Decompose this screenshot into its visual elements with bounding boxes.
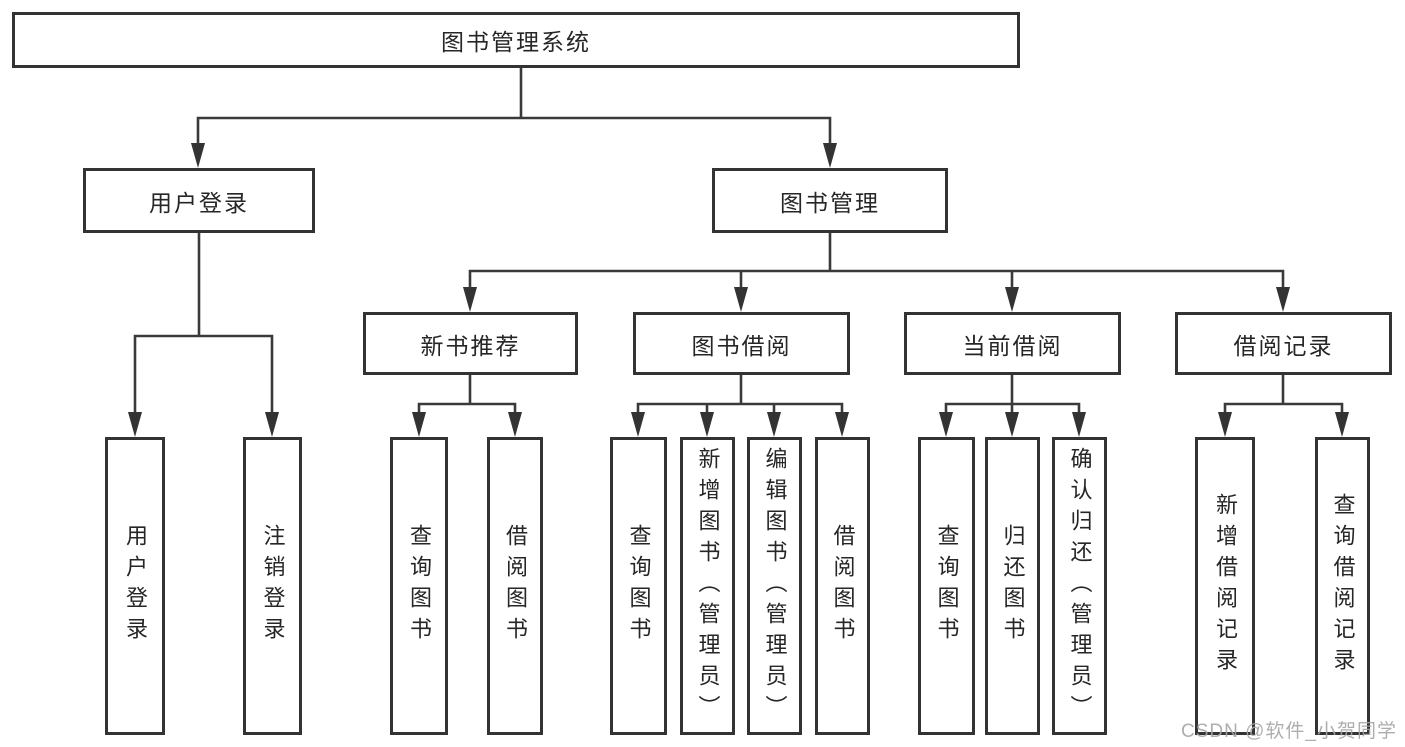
- node-user-login: 用户登录: [83, 168, 315, 233]
- node-label: 用户登录: [123, 524, 148, 648]
- node-borrowing-records: 借阅记录: [1175, 312, 1392, 375]
- node-leaf-logout: 注销登录: [243, 437, 302, 735]
- arrowhead-icon: [1072, 412, 1086, 437]
- node-label: 归还图书: [1000, 524, 1026, 648]
- node-current-borrowing: 当前借阅: [904, 312, 1121, 375]
- connector-path: [133, 231, 274, 416]
- node-leaf-query-borrow-record: 查询借阅记录: [1315, 437, 1370, 735]
- node-label: 借阅图书: [503, 524, 528, 648]
- arrowhead-icon: [1005, 287, 1019, 312]
- node-leaf-add-borrow-record: 新增借阅记录: [1195, 437, 1255, 735]
- node-label: 借阅图书: [830, 524, 856, 648]
- arrowhead-icon: [734, 287, 748, 312]
- node-label: 查询图书: [407, 524, 432, 648]
- node-label: 图书借阅: [691, 332, 792, 359]
- arrowhead-icon: [700, 412, 714, 437]
- node-leaf-user-login: 用户登录: [105, 437, 165, 735]
- node-leaf-borrow-books-2: 借阅图书: [815, 437, 870, 735]
- arrowhead-icon: [1005, 412, 1019, 437]
- arrowhead-icon: [823, 143, 837, 168]
- node-leaf-return-books: 归还图书: [985, 437, 1040, 735]
- node-label: 查询图书: [934, 524, 960, 648]
- connector-path: [196, 66, 832, 147]
- node-label: 新增图书（管理员）: [695, 446, 721, 726]
- node-label: 图书管理系统: [441, 29, 591, 55]
- arrowhead-icon: [767, 412, 781, 437]
- node-leaf-query-books-1: 查询图书: [390, 437, 448, 735]
- node-label: 图书管理: [780, 189, 880, 216]
- arrowhead-icon: [128, 412, 142, 437]
- node-label: 编辑图书（管理员）: [762, 446, 788, 726]
- connector-path: [944, 373, 1081, 416]
- arrowhead-icon: [463, 287, 477, 312]
- node-label: 查询图书: [626, 524, 652, 648]
- node-leaf-query-books-3: 查询图书: [918, 437, 975, 735]
- arrowhead-icon: [939, 412, 953, 437]
- node-label: 新书推荐: [420, 332, 521, 359]
- arrowhead-icon: [265, 412, 279, 437]
- node-label: 当前借阅: [962, 332, 1063, 359]
- connector-path: [636, 373, 844, 416]
- node-label: 新增借阅记录: [1213, 493, 1238, 679]
- arrowhead-icon: [1335, 412, 1349, 437]
- arrowhead-icon: [835, 412, 849, 437]
- connector-path: [417, 373, 517, 416]
- connector-path: [468, 231, 1285, 291]
- node-label: 确认归还（管理员）: [1067, 446, 1093, 726]
- node-leaf-confirm-return: 确认归还（管理员）: [1052, 437, 1107, 735]
- node-label: 查询借阅记录: [1330, 493, 1356, 679]
- node-book-management: 图书管理: [712, 168, 948, 233]
- arrowhead-icon: [191, 143, 205, 168]
- node-system-root: 图书管理系统: [12, 12, 1020, 68]
- node-label: 用户登录: [149, 189, 249, 216]
- arrowhead-icon: [1218, 412, 1232, 437]
- node-label: 借阅记录: [1233, 332, 1334, 359]
- node-new-book-recommend: 新书推荐: [363, 312, 578, 375]
- connector-path: [1223, 373, 1344, 416]
- node-label: 注销登录: [260, 524, 286, 648]
- arrowhead-icon: [508, 412, 522, 437]
- arrowhead-icon: [412, 412, 426, 437]
- arrowhead-icon: [631, 412, 645, 437]
- node-leaf-query-books-2: 查询图书: [610, 437, 667, 735]
- node-book-borrowing: 图书借阅: [633, 312, 850, 375]
- node-leaf-add-books: 新增图书（管理员）: [680, 437, 735, 735]
- node-leaf-edit-books: 编辑图书（管理员）: [747, 437, 802, 735]
- arrowhead-icon: [1276, 287, 1290, 312]
- node-leaf-borrow-books-1: 借阅图书: [487, 437, 543, 735]
